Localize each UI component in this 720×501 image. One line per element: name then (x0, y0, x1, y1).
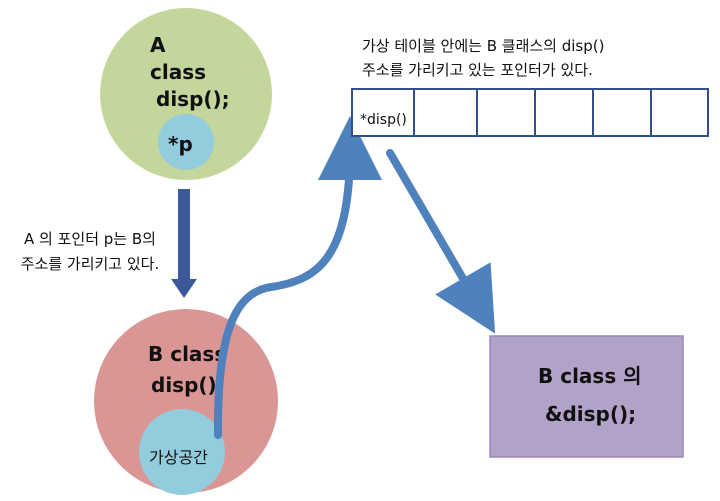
result-box-line-2: &disp(); (545, 402, 636, 426)
virtual-space-circle (139, 409, 225, 495)
class-b-group: B class disp(); 가상공간 (94, 309, 278, 495)
class-a-pointer-circle (158, 114, 214, 170)
class-a-circle (100, 8, 272, 180)
vtable-group: *disp() (351, 88, 709, 137)
class-b-method: disp(); (151, 373, 225, 397)
arrow-to-result-box (386, 149, 496, 334)
pointer-down-arrow (171, 189, 197, 298)
class-a-keyword: class (150, 60, 206, 84)
result-box-line-1: B class 의 (538, 364, 642, 388)
vtable-description: 가상 테이블 안에는 B 클래스의 disp() 주소를 가리키고 있는 포인터… (362, 37, 605, 79)
curve-arrow-to-vtable (213, 116, 382, 439)
class-a-pointer-label: *p (168, 132, 193, 156)
virtual-space-label: 가상공간 (149, 448, 208, 467)
vtable-first-cell-label: *disp() (360, 112, 407, 128)
class-b-name: B class (148, 342, 226, 366)
pointer-description: A 의 포인터 p는 B의 주소를 가리키고 있다. (20, 230, 160, 273)
result-box (489, 335, 684, 458)
vtable (351, 88, 709, 137)
class-a-method: disp(); (156, 87, 230, 111)
class-a-group: A class disp(); *p (100, 8, 272, 180)
result-box-group: B class 의 &disp(); (489, 335, 684, 458)
class-a-name: A (150, 33, 166, 57)
